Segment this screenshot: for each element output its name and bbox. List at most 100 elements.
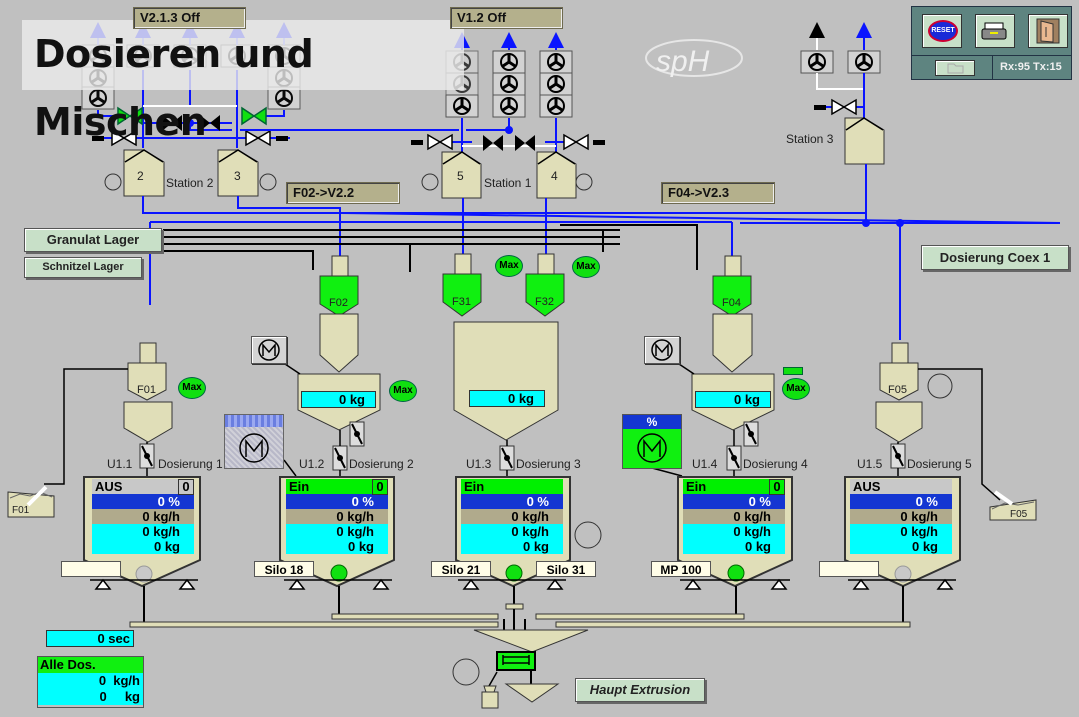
dosing-name-3: Dosierung 3: [516, 457, 581, 471]
feeder-label-f32: F32: [535, 296, 554, 308]
feeder-label-f04: F04: [722, 297, 741, 309]
print-button[interactable]: [975, 14, 1015, 48]
feeder-label-f02: F02: [329, 297, 348, 309]
level-indicator-f04: [783, 367, 803, 375]
station1-fans: [444, 49, 574, 119]
communication-status: Rx:95 Tx:15: [1000, 61, 1062, 73]
dosing-actual-rate: 0 kg/h: [286, 524, 388, 539]
dosing-set-rate: 0 kg/h: [850, 509, 952, 524]
hopper-number-2: 2: [137, 169, 144, 183]
dosing-actual-rate: 0 kg/h: [683, 524, 785, 539]
max-level-f01: Max: [178, 377, 206, 399]
printer-icon: [981, 22, 1007, 40]
route-label-f04[interactable]: F04->V2.3: [661, 182, 775, 204]
granulat-lager-button[interactable]: Granulat Lager: [24, 228, 162, 252]
dosing-name-4: Dosierung 4: [743, 457, 808, 471]
feeder-f04-body: [691, 255, 775, 431]
max-level-f31: Max: [495, 255, 523, 277]
open-folder-button[interactable]: [935, 60, 975, 76]
motor-button-dosing4[interactable]: %: [622, 414, 682, 469]
silo-label-2[interactable]: Silo 18: [254, 561, 314, 577]
hopper-2: [123, 149, 165, 197]
dosing-total: 0 kg: [683, 539, 785, 554]
station3-label: Station 3: [786, 132, 834, 146]
dosing-state: Ein: [289, 479, 310, 494]
max-level-f02: Max: [389, 380, 417, 402]
dosing-state: Ein: [686, 479, 707, 494]
silo-label-5[interactable]: [819, 561, 879, 577]
valve-label-v213[interactable]: V2.1.3 Off: [133, 7, 246, 29]
dosing-state: AUS: [853, 479, 881, 494]
silo-label-4[interactable]: MP 100: [651, 561, 711, 577]
schnitzel-lager-button[interactable]: Schnitzel Lager: [24, 257, 142, 278]
control-toolbar: RESET: [911, 6, 1072, 80]
reset-button[interactable]: RESET: [922, 14, 962, 48]
hopper-4: [536, 151, 577, 199]
logo-text: spH: [656, 45, 710, 78]
silo-label-3b[interactable]: Silo 31: [536, 561, 596, 577]
dosing-total: 0 kg: [850, 539, 952, 554]
feeder-label-f31: F31: [452, 296, 471, 308]
storage-bin-label-right: F05: [1010, 509, 1028, 520]
unit-label-1: U1.1: [107, 457, 133, 471]
feeder-label-f05: F05: [888, 384, 907, 396]
dosing-set-rate: 0 kg/h: [92, 509, 194, 524]
all-dosing-summary: Alle Dos. 0 kg/h 0 kg: [37, 656, 144, 708]
valve-label-v12[interactable]: V1.2 Off: [450, 7, 563, 29]
weight-display-f3x: 0 kg: [469, 390, 545, 407]
hopper-number-5: 5: [457, 169, 464, 183]
station1-label: Station 1: [484, 176, 532, 190]
silo-label-3a[interactable]: Silo 21: [431, 561, 491, 577]
dosing-percent: 0 %: [286, 494, 388, 509]
all-dosing-rate: 0 kg/h: [38, 673, 143, 689]
route-label-f02[interactable]: F02->V2.2: [286, 182, 400, 204]
hopper-station3: [844, 117, 885, 165]
dosing-actual-rate: 0 kg/h: [461, 524, 563, 539]
dosing-state: AUS: [95, 479, 123, 494]
dosing-set-rate: 0 kg/h: [461, 509, 563, 524]
dosing-total: 0 kg: [461, 539, 563, 554]
door-exit-icon: [1036, 18, 1060, 44]
dosing-percent: 0 %: [92, 494, 194, 509]
motor-icon: [239, 433, 269, 463]
dosing-total: 0 kg: [92, 539, 194, 554]
storage-bin-label-left: F01: [12, 505, 30, 516]
haupt-extrusion-button[interactable]: Haupt Extrusion: [575, 678, 705, 702]
motor-button-dosing1[interactable]: [224, 414, 284, 469]
dosing-percent: 0 %: [683, 494, 785, 509]
dosing-counter: 0: [178, 479, 194, 495]
dosing-name-5: Dosierung 5: [907, 457, 972, 471]
dosing-set-rate: 0 kg/h: [286, 509, 388, 524]
storage-bin-right: [989, 490, 1037, 521]
weight-display-f02: 0 kg: [301, 391, 376, 408]
hopper-number-4: 4: [551, 169, 558, 183]
motor-icon: [651, 339, 673, 361]
hopper-5: [441, 151, 482, 199]
max-level-f32: Max: [572, 256, 600, 278]
dosing-total: 0 kg: [286, 539, 388, 554]
dosing-state: Ein: [464, 479, 485, 494]
timer-display: 0 sec: [46, 630, 134, 647]
exit-button[interactable]: [1028, 14, 1068, 48]
hopper-number-3: 3: [234, 169, 241, 183]
unit-label-4: U1.4: [692, 457, 718, 471]
weight-display-f04: 0 kg: [695, 391, 771, 408]
dosierung-coex1-button[interactable]: Dosierung Coex 1: [921, 245, 1069, 270]
dosing-panel-5[interactable]: AUS 0 % 0 kg/h 0 kg/h 0 kg: [850, 479, 952, 554]
dosing-counter: 0: [372, 479, 388, 495]
motor-button-f02[interactable]: [251, 336, 287, 364]
folder-icon: [947, 63, 964, 74]
feeder-label-f01: F01: [137, 384, 156, 396]
feeder-f05-body: [875, 342, 923, 443]
dosing-counter: 0: [769, 479, 785, 495]
motor-percent-label: %: [623, 415, 681, 429]
dosing-panel-3[interactable]: Ein 0 % 0 kg/h 0 kg/h 0 kg: [461, 479, 563, 554]
motor-icon: [637, 433, 667, 463]
feeder-f01-body: [123, 342, 173, 443]
dosing-name-2: Dosierung 2: [349, 457, 414, 471]
motor-button-f04[interactable]: [644, 336, 680, 364]
silo-label-1[interactable]: [61, 561, 121, 577]
dosing-panel-2[interactable]: Ein 0 0 % 0 kg/h 0 kg/h 0 kg: [286, 479, 388, 554]
